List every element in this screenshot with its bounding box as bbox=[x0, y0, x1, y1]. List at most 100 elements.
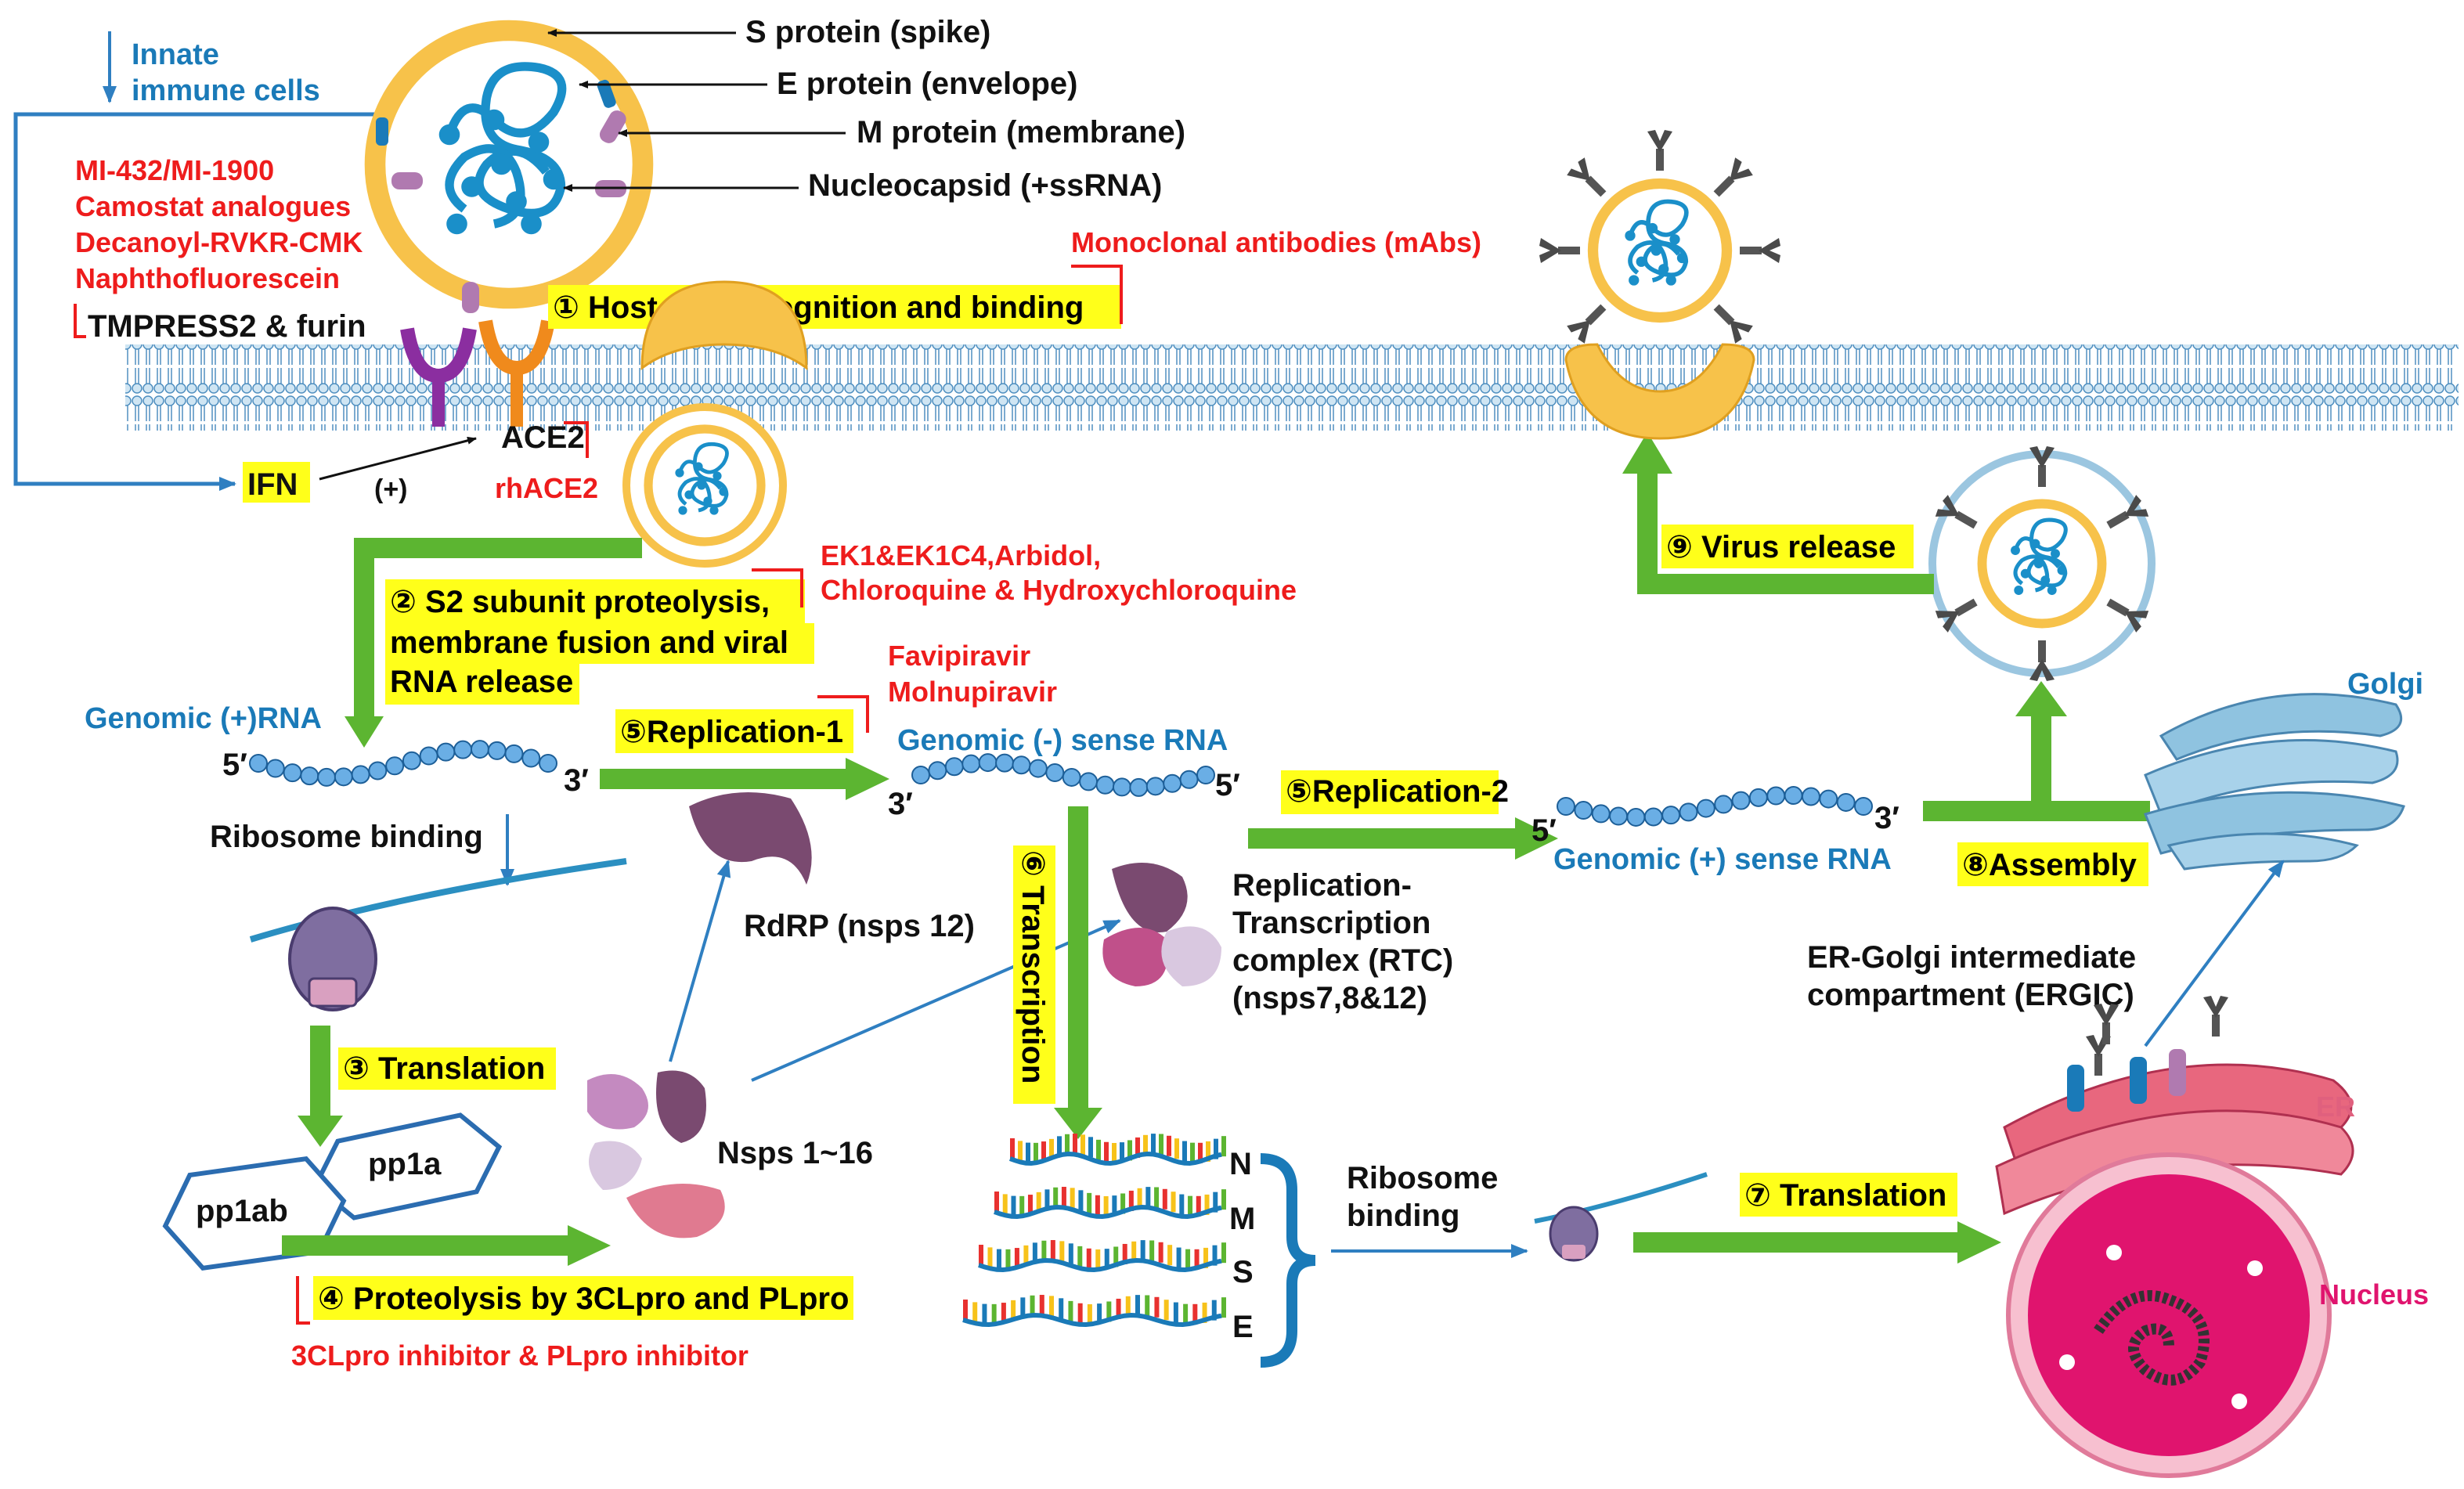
genomic-plus-sense-rna-strand bbox=[1557, 786, 1873, 827]
sgrna-base bbox=[1135, 1295, 1140, 1316]
arrow-step-4 bbox=[282, 1235, 572, 1256]
rna-bead bbox=[470, 740, 489, 759]
rna-bead bbox=[1145, 777, 1165, 796]
sgrna-base bbox=[1221, 1242, 1226, 1264]
step-3-label: ③ Translation bbox=[343, 1051, 545, 1086]
step-4-label: ④ Proteolysis by 3CLpro and PLpro bbox=[318, 1282, 849, 1316]
rna-bead bbox=[911, 766, 930, 784]
sgrna-base bbox=[987, 1247, 993, 1268]
rna-bead bbox=[436, 742, 456, 762]
golgi-apparatus bbox=[2143, 693, 2405, 871]
step-2-line2: membrane fusion and viral bbox=[390, 626, 788, 660]
rna-bead bbox=[419, 746, 438, 766]
entering-virion bbox=[622, 403, 787, 568]
rna-bead bbox=[402, 751, 421, 770]
sgrna-base bbox=[1096, 1139, 1101, 1160]
rna-bead bbox=[978, 753, 998, 773]
rna-bead bbox=[1112, 777, 1131, 797]
sgrna-base bbox=[1097, 1303, 1102, 1325]
sgrna-base bbox=[1116, 1298, 1121, 1319]
released-virion bbox=[1539, 130, 1780, 345]
rdrp-shape bbox=[689, 792, 812, 885]
ribosome-binding2-line2: binding bbox=[1347, 1199, 1459, 1233]
sgrna-base bbox=[1182, 1141, 1187, 1162]
sgrna-backbone bbox=[978, 1258, 1222, 1272]
sgrna-base bbox=[1159, 1134, 1163, 1155]
sgrna-base bbox=[1010, 1138, 1015, 1159]
ace2-receptor bbox=[478, 319, 555, 427]
step-2-line1: ② S2 subunit proteolysis, bbox=[390, 585, 770, 619]
genomic-plus-rna-strand bbox=[249, 740, 557, 787]
sgrna-base bbox=[994, 1192, 999, 1212]
rna-bead bbox=[1062, 767, 1081, 787]
sgrna-n-label: N bbox=[1229, 1147, 1252, 1181]
sgrna-base bbox=[1014, 1248, 1019, 1269]
rdrp-label: RdRP (nsps 12) bbox=[744, 909, 975, 943]
rtc-label-4: (nsps7,8&12) bbox=[1232, 981, 1427, 1015]
sgrna-base bbox=[1112, 1195, 1117, 1217]
genomic-plus-rna-label: Genomic (+)RNA bbox=[85, 702, 322, 735]
rna-bead bbox=[351, 765, 370, 784]
sgrna-base bbox=[1149, 1240, 1155, 1261]
rna-bead bbox=[521, 748, 541, 768]
rna2-three-prime: 3′ bbox=[888, 787, 913, 821]
sgrna-base bbox=[1162, 1188, 1167, 1210]
inhibitor-ek1: EK1&EK1C4,Arbidol, bbox=[821, 539, 1101, 571]
sgrna-base bbox=[1128, 1190, 1134, 1211]
rna-bead bbox=[1854, 797, 1873, 816]
rna-bead bbox=[1028, 759, 1048, 778]
arrow-replication-2 bbox=[1248, 828, 1519, 849]
sgrna-base bbox=[1221, 1136, 1226, 1157]
genomic-minus-rna-label: Genomic (-) sense RNA bbox=[897, 724, 1228, 757]
sgrna-base bbox=[1005, 1249, 1011, 1270]
rna-bead bbox=[1766, 786, 1786, 806]
sgrna-base bbox=[1185, 1249, 1191, 1270]
rna-bead bbox=[385, 756, 405, 776]
rna-bead bbox=[928, 761, 947, 781]
sgrna-m-label: M bbox=[1229, 1202, 1255, 1236]
sgrna-base bbox=[1190, 1142, 1195, 1163]
sgrna-base bbox=[1183, 1303, 1189, 1325]
rna3-five-prime: 5′ bbox=[1531, 813, 1557, 848]
inhibitor-favipiravir: Favipiravir bbox=[888, 640, 1030, 672]
sgrna-base bbox=[1143, 1134, 1148, 1156]
sgrna-base bbox=[1011, 1195, 1016, 1217]
rna-bead bbox=[1179, 770, 1199, 789]
sgrna-base bbox=[1059, 1298, 1064, 1319]
rna-bead bbox=[1626, 807, 1646, 827]
rna-bead bbox=[944, 757, 964, 777]
sgrna-base bbox=[1211, 1300, 1217, 1321]
inhibitor-mabs: Monoclonal antibodies (mAbs) bbox=[1071, 226, 1481, 258]
ifn-label: IFN bbox=[247, 467, 298, 502]
genomic-minus-rna-strand bbox=[911, 753, 1215, 797]
rna-bead bbox=[334, 767, 353, 787]
sgrna-base bbox=[1167, 1135, 1171, 1156]
rna-bead bbox=[1801, 787, 1820, 806]
arrow-replication-1 bbox=[600, 769, 850, 789]
rna-bead bbox=[1079, 772, 1099, 791]
sgrna-base bbox=[1127, 1140, 1132, 1161]
rna-bead bbox=[961, 754, 981, 773]
sgrna-base bbox=[1203, 1247, 1209, 1268]
rna-bead bbox=[1714, 795, 1733, 814]
sgrna-base bbox=[1213, 1192, 1218, 1213]
sgrna-base bbox=[1036, 1192, 1041, 1213]
sgrna-base bbox=[1001, 1303, 1006, 1324]
ribosome-2 bbox=[1534, 1172, 1708, 1262]
sgrna-base bbox=[1163, 1300, 1169, 1321]
sgrna-base bbox=[1192, 1303, 1198, 1325]
sgrna-base bbox=[1173, 1302, 1178, 1323]
step-9-label: ⑨ Virus release bbox=[1666, 530, 1896, 564]
pp1a-label: pp1a bbox=[368, 1147, 442, 1181]
rna-bead bbox=[368, 761, 388, 781]
sgrna-base bbox=[1027, 1195, 1033, 1216]
sgrna-base bbox=[1145, 1295, 1150, 1316]
rna-bead bbox=[283, 763, 302, 783]
sgrna-base bbox=[1068, 1243, 1073, 1264]
arrow-transcription bbox=[1068, 806, 1088, 1112]
sgrna-base bbox=[1167, 1245, 1173, 1266]
sgrna-base bbox=[1125, 1296, 1131, 1317]
ribosome-binding-label: Ribosome binding bbox=[210, 820, 483, 854]
sgrna-base bbox=[1026, 1142, 1030, 1163]
label-e-protein: E protein (envelope) bbox=[777, 67, 1078, 101]
